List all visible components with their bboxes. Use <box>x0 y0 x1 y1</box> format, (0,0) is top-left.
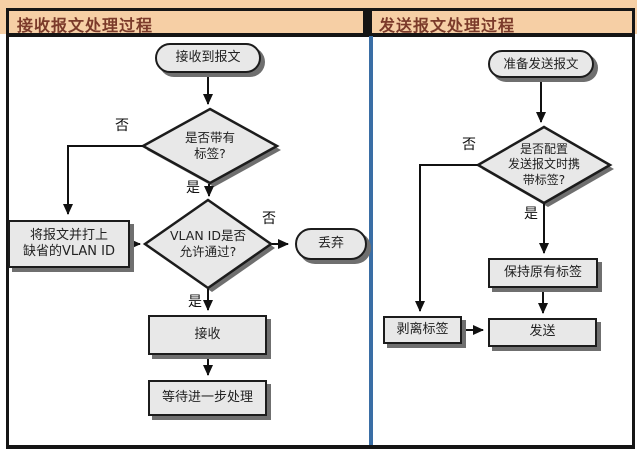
node-received-packet: 接收到报文 <box>155 43 261 73</box>
node-discard: 丢弃 <box>295 228 367 260</box>
header-band <box>0 0 637 34</box>
right-pane-title: 发送报文处理过程 <box>379 16 516 35</box>
node-keep-original-tag: 保持原有标签 <box>488 258 598 288</box>
header-divider <box>363 8 372 37</box>
frame-right <box>632 8 635 449</box>
decision-vlan-allowed: VLAN ID是否 允许通过? <box>170 227 246 259</box>
branch-yes-vlan: 是 <box>188 294 202 310</box>
branch-no-config: 否 <box>462 137 476 153</box>
branch-no-tag: 否 <box>115 118 129 134</box>
pane-divider <box>369 36 373 445</box>
branch-yes-tag: 是 <box>186 180 200 196</box>
node-wait-further-processing: 等待进一步处理 <box>148 380 267 416</box>
node-tag-default-vlan: 将报文并打上 缺省的VLAN ID <box>8 220 130 268</box>
decision-send-with-tag: 是否配置 发送报文时携 带标签? <box>507 141 580 187</box>
frame-bottom <box>6 445 635 449</box>
decision-has-tag: 是否带有 标签? <box>184 129 235 161</box>
branch-yes-config: 是 <box>524 206 538 222</box>
node-strip-tag: 剥离标签 <box>383 316 462 344</box>
node-prepare-send-packet: 准备发送报文 <box>488 50 594 78</box>
left-pane-title: 接收报文处理过程 <box>17 16 154 35</box>
header-underline <box>6 33 635 37</box>
frame-top <box>6 8 635 11</box>
branch-no-vlan: 否 <box>262 211 276 227</box>
frame-left <box>6 8 9 449</box>
node-receive: 接收 <box>148 315 267 355</box>
node-send: 发送 <box>488 318 597 347</box>
